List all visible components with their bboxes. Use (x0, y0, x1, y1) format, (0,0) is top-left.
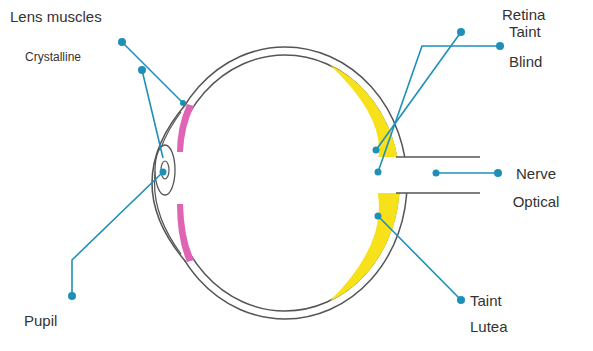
leader-dot (375, 169, 382, 176)
part-label: Taint Blind (509, 17, 559, 77)
optic-nerve-line (396, 192, 480, 194)
leader-line (72, 172, 163, 296)
crystalline-lens (155, 145, 175, 195)
leader-line (376, 32, 461, 150)
leader-line (378, 46, 500, 172)
part-label: Pupil (24, 312, 57, 330)
leader-dot (138, 66, 146, 74)
leader-dot (68, 292, 76, 300)
leader-dot (118, 38, 126, 46)
leader-dot (496, 42, 504, 50)
leader-dot (433, 170, 440, 177)
leader-dots (68, 28, 504, 304)
part-label: Crystalline (25, 50, 81, 65)
nerve-gap (372, 157, 484, 193)
leader-lines (72, 32, 500, 300)
leader-line (436, 172, 498, 174)
lens-muscle (177, 104, 194, 152)
leader-line (142, 70, 163, 158)
leader-line (122, 42, 183, 103)
part-label: Retina (502, 6, 545, 24)
eyeball (152, 47, 484, 319)
part-label: Taint Lutea (470, 288, 520, 340)
part-label: Lens muscles (10, 8, 102, 26)
inner-wall (171, 55, 399, 311)
leader-dot (457, 28, 465, 36)
leader-dot (160, 169, 167, 176)
leader-dot (494, 169, 502, 177)
sclera-outline (163, 47, 407, 319)
leader-dot (180, 100, 186, 106)
leader-line (378, 216, 461, 300)
lens-muscle (177, 204, 194, 262)
part-label: Nerve Optical (505, 160, 567, 216)
leader-dot (457, 296, 465, 304)
leader-dot (375, 213, 382, 220)
leader-dot (373, 147, 380, 154)
optic-nerve-line (396, 156, 480, 158)
cornea-inner (155, 112, 182, 254)
